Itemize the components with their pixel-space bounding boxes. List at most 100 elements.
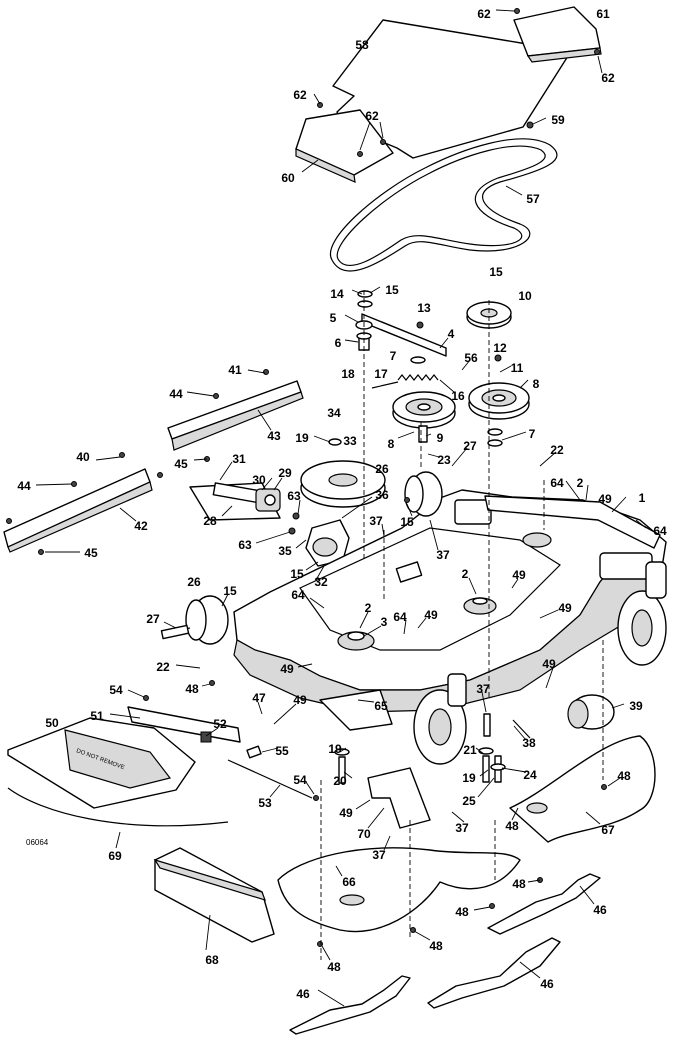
idler-arm-4: [361, 313, 447, 357]
fastener-62: [317, 8, 600, 157]
callout-31: 31: [232, 452, 246, 466]
callout-36: 36: [375, 488, 389, 502]
baffle-41: [167, 380, 304, 451]
spindle-pulley-8-left: [392, 391, 456, 443]
callout-63: 63: [287, 489, 301, 503]
bracket-70: [367, 767, 431, 829]
callout-37: 37: [436, 548, 450, 562]
callout-24: 24: [523, 768, 537, 782]
callout-19: 19: [295, 431, 309, 445]
callout-58: 58: [355, 38, 369, 52]
callout-9: 9: [437, 431, 444, 445]
callout-10: 10: [518, 289, 532, 303]
callout-46: 46: [593, 903, 607, 917]
callout-42: 42: [134, 519, 148, 533]
callout-6: 6: [335, 336, 342, 350]
drawing-code: 06064: [26, 838, 49, 847]
callout-29: 29: [278, 466, 292, 480]
callout-62: 62: [477, 7, 491, 21]
callout-15: 15: [385, 283, 399, 297]
caster-wheel-26-lower: [160, 595, 229, 645]
baffle-40: [3, 468, 153, 553]
callout-64: 64: [291, 588, 305, 602]
callout-62: 62: [601, 71, 615, 85]
callout-12: 12: [493, 341, 507, 355]
callout-57: 57: [526, 192, 540, 206]
callout-22: 22: [156, 660, 170, 674]
link-38: [483, 713, 531, 739]
callout-15: 15: [489, 265, 503, 279]
callout-51: 51: [90, 709, 104, 723]
callout-48: 48: [617, 769, 631, 783]
callout-18: 18: [341, 367, 355, 381]
front-shield-68: [153, 847, 275, 943]
callout-60: 60: [281, 171, 295, 185]
callout-49: 49: [280, 662, 294, 676]
spring-16: [371, 374, 439, 389]
callout-64: 64: [653, 524, 667, 538]
roller-39: [567, 694, 615, 730]
blade-46-right: [487, 873, 601, 935]
callout-15: 15: [400, 515, 414, 529]
cover-panel-61: [513, 6, 602, 63]
blade-46-lower: [289, 975, 411, 1035]
callout-35: 35: [278, 544, 292, 558]
gearbox-pulley-33: [300, 438, 386, 508]
discharge-guard-50: DO NOT REMOVE: [7, 717, 196, 809]
callout-37: 37: [372, 848, 386, 862]
deflector-69: [7, 787, 229, 827]
callout-45: 45: [84, 546, 98, 560]
pins-20-21-24: [334, 747, 506, 784]
callout-34: 34: [327, 406, 341, 420]
callout-65: 65: [374, 699, 388, 713]
callout-46: 46: [540, 977, 554, 991]
callout-52: 52: [213, 717, 227, 731]
spindle-pulley-8-right: [468, 382, 530, 447]
callout-49: 49: [424, 608, 438, 622]
callout-56: 56: [464, 351, 478, 365]
callout-54: 54: [293, 773, 307, 787]
callout-63: 63: [238, 538, 252, 552]
callout-4: 4: [448, 327, 455, 341]
callout-62: 62: [365, 109, 379, 123]
callout-27: 27: [146, 612, 160, 626]
callout-49: 49: [542, 657, 556, 671]
callout-37: 37: [369, 514, 383, 528]
callout-48: 48: [505, 819, 519, 833]
callout-49: 49: [558, 601, 572, 615]
callout-21: 21: [463, 743, 477, 757]
callout-37: 37: [476, 682, 490, 696]
callout-48: 48: [185, 682, 199, 696]
callout-38: 38: [522, 736, 536, 750]
callout-17: 17: [374, 367, 388, 381]
callout-64: 64: [393, 610, 407, 624]
callout-53: 53: [258, 796, 272, 810]
guard-rod-53-55: [227, 745, 319, 801]
callout-48: 48: [512, 877, 526, 891]
deck-wheel-center: [413, 673, 467, 765]
callout-13: 13: [417, 301, 431, 315]
baffle-67: [509, 735, 656, 843]
callout-49: 49: [598, 492, 612, 506]
callout-1: 1: [639, 491, 646, 505]
callout-8: 8: [533, 377, 540, 391]
u-joint-29-30: [255, 488, 281, 512]
callout-62: 62: [293, 88, 307, 102]
deck-bracket-65: [319, 689, 393, 731]
callout-47: 47: [252, 691, 266, 705]
callout-2: 2: [462, 567, 469, 581]
callout-66: 66: [342, 875, 356, 889]
callout-23: 23: [437, 453, 451, 467]
callout-28: 28: [203, 514, 217, 528]
callout-68: 68: [205, 953, 219, 967]
callout-44: 44: [17, 479, 31, 493]
drive-belt-57: [329, 138, 558, 272]
callout-32: 32: [314, 575, 328, 589]
callout-67: 67: [601, 823, 615, 837]
callout-44: 44: [169, 387, 183, 401]
callout-19: 19: [328, 742, 342, 756]
spindle-assembly-2: [337, 532, 552, 651]
callout-43: 43: [267, 429, 281, 443]
callout-61: 61: [596, 7, 610, 21]
caster-wheel-26-upper: [404, 471, 443, 517]
